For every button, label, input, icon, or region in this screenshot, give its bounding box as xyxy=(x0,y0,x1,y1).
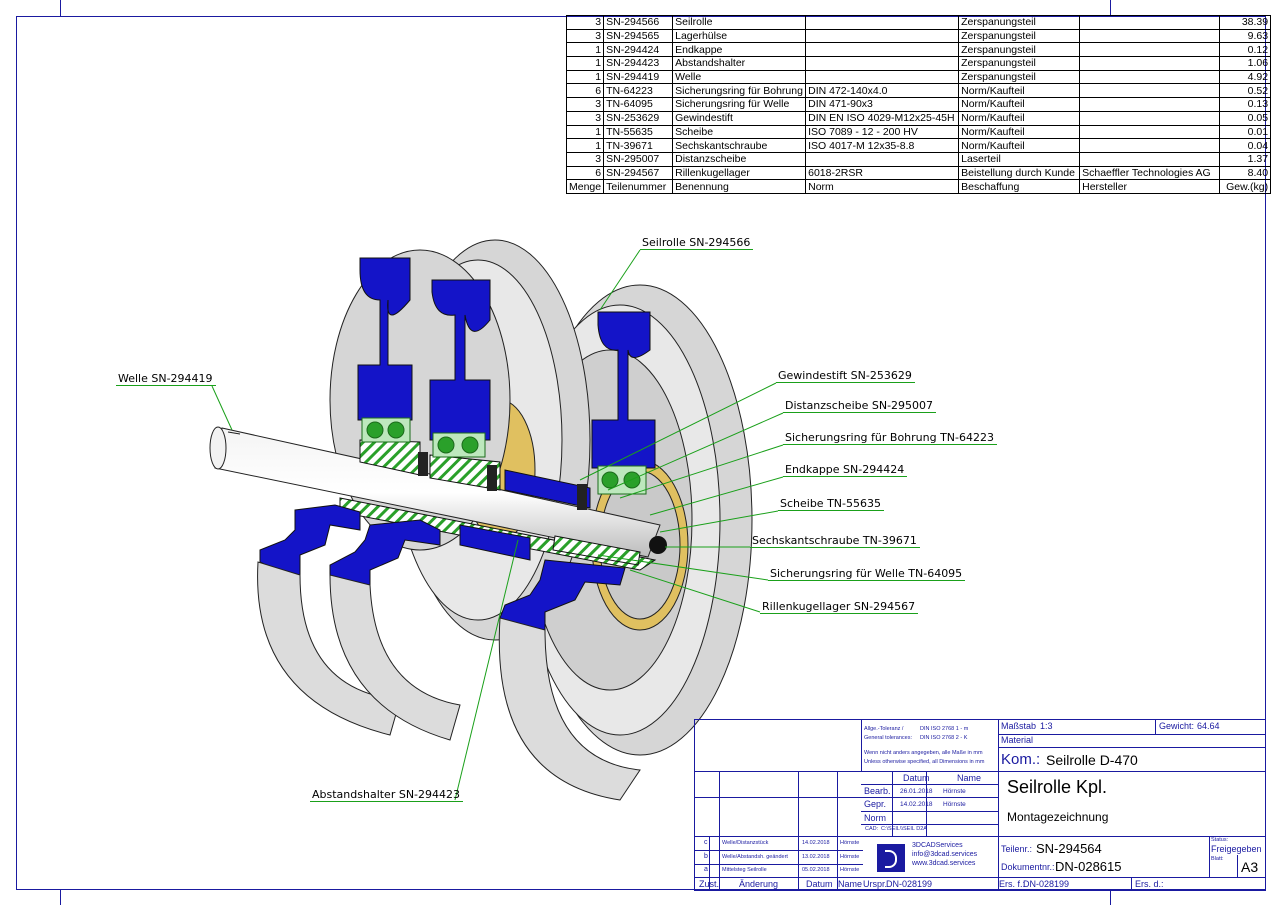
tolerance-label-en: General tolerances: xyxy=(864,735,912,741)
callout-sicherungsring-bohrung: Sicherungsring für Bohrung TN-64223 xyxy=(783,431,997,445)
callout-welle: Welle SN-294419 xyxy=(116,372,216,386)
company-email: info@3dcad.services xyxy=(912,851,978,858)
weight-value: 64.64 xyxy=(1197,721,1220,731)
callout-rillenkugellager: Rillenkugellager SN-294567 xyxy=(760,600,919,614)
name-header: Name xyxy=(957,773,982,783)
revision-text: Mittelsteg Seilrolle xyxy=(722,867,767,873)
cad-value: C:\SEIL\\SEIL D2A xyxy=(881,826,927,832)
replaces-label: Ers. f.: xyxy=(999,879,1026,889)
frame-zone-tick xyxy=(60,0,61,16)
aenderung-label: Änderung xyxy=(739,879,779,889)
revision-zust: a xyxy=(704,866,708,873)
part-number: SN-294564 xyxy=(1036,841,1102,856)
document-number: DN-028615 xyxy=(1055,859,1122,874)
callout-sechskantschraube: Sechskantschraube TN-39671 xyxy=(750,534,920,548)
tolerance-label: Allge.-Toleranz / xyxy=(864,726,904,732)
tolerance-2: DIN ISO 2768 2 - K xyxy=(920,735,968,741)
callout-abstandshalter: Abstandshalter SN-294423 xyxy=(310,788,464,802)
callout-distanzscheibe: Distanzscheibe SN-295007 xyxy=(783,399,937,413)
gepr-label: Gepr. xyxy=(864,799,887,809)
cad-label: CAD: xyxy=(865,826,879,832)
status-label: Status: xyxy=(1211,837,1229,843)
norm-label: Norm xyxy=(864,813,886,823)
kom-label: Kom.: xyxy=(1001,751,1041,768)
sheet-format: A3 xyxy=(1241,859,1259,875)
company-website: www.3dcad.services xyxy=(912,860,976,867)
note-de: Wenn nicht anders angegeben, alle Maße i… xyxy=(864,750,983,756)
revision-zust: c xyxy=(704,839,708,846)
title-block: Allge.-Toleranz / General tolerances: DI… xyxy=(694,719,1266,891)
bom-cell-weight: Gew.(kg) xyxy=(1219,179,1272,194)
part-number-label: Teilenr.: xyxy=(1001,844,1033,854)
callout-scheibe: Scheibe TN-55635 xyxy=(778,497,884,511)
status-value: Freigegeben xyxy=(1211,844,1262,854)
pulley-sections-lower xyxy=(259,504,626,631)
replaced-by-label: Ers. d.: xyxy=(1135,879,1164,889)
callout-leaders xyxy=(211,249,784,801)
sheet-label: Blatt: xyxy=(1211,856,1224,862)
set-screws xyxy=(418,452,667,554)
callout-endkappe: Endkappe SN-294424 xyxy=(783,463,908,477)
frame-zone-tick xyxy=(60,890,61,905)
revision-name: Hörnste xyxy=(840,840,860,846)
gepr-name: Hörnste xyxy=(943,801,966,808)
datum-label: Datum xyxy=(806,879,833,889)
name-label: Name xyxy=(838,879,863,889)
kom-value: Seilrolle D-470 xyxy=(1046,752,1138,768)
revision-text: Welle/Distanzstück xyxy=(722,840,769,846)
revision-name: Hörnste xyxy=(840,867,860,873)
note-en: Unless otherwise specified, all Dimensio… xyxy=(864,759,985,765)
pulley-sections-upper xyxy=(357,257,656,509)
revision-name: Hörnste xyxy=(840,854,860,860)
bearb-label: Bearb. xyxy=(864,786,891,796)
bearb-date: 26.01.2018 xyxy=(900,788,933,795)
origin-value: DN-028199 xyxy=(886,879,933,889)
callout-sicherungsring-welle: Sicherungsring für Welle TN-64095 xyxy=(768,567,966,581)
date-header: Datum xyxy=(903,773,930,783)
zust-label: Zust. xyxy=(699,879,720,889)
scale-value: 1:3 xyxy=(1040,721,1053,731)
document-number-label: Dokumentnr.: xyxy=(1001,862,1055,872)
bom-cell-qty: Menge xyxy=(565,179,605,194)
company-logo xyxy=(877,844,905,872)
origin-label: Urspr. xyxy=(863,879,888,889)
ball-bearings xyxy=(361,417,647,495)
revision-text: Welle/Abstandsh. geändert xyxy=(722,854,788,860)
gepr-date: 14.02.2018 xyxy=(900,801,933,808)
scale-label: Maßstab xyxy=(1001,721,1037,731)
revision-date: 05.02.2018 xyxy=(802,867,830,873)
company-name: 3DCADServices xyxy=(912,842,963,849)
revision-zust: b xyxy=(704,853,708,860)
replaces-value: DN-028199 xyxy=(1023,879,1070,889)
bearb-name: Hörnste xyxy=(943,788,966,795)
material-label: Material xyxy=(1001,735,1034,745)
bom-cell-maker: Hersteller xyxy=(1079,179,1221,194)
tolerance-1: DIN ISO 2768 1 - m xyxy=(920,726,969,732)
callout-gewindestift: Gewindestift SN-253629 xyxy=(776,369,915,383)
drawing-title: Seilrolle Kpl. xyxy=(1007,777,1108,797)
weight-label: Gewicht: xyxy=(1159,721,1195,731)
frame-zone-tick xyxy=(1110,890,1111,905)
shaft xyxy=(209,426,661,558)
callout-seilrolle: Seilrolle SN-294566 xyxy=(640,236,754,250)
pulley-bodies-lower xyxy=(257,561,641,801)
revision-date: 14.02.2018 xyxy=(802,840,830,846)
frame-zone-tick xyxy=(1110,0,1111,16)
drawing-subtitle: Montagezeichnung xyxy=(1007,810,1109,824)
revision-date: 13.02.2018 xyxy=(802,854,830,860)
